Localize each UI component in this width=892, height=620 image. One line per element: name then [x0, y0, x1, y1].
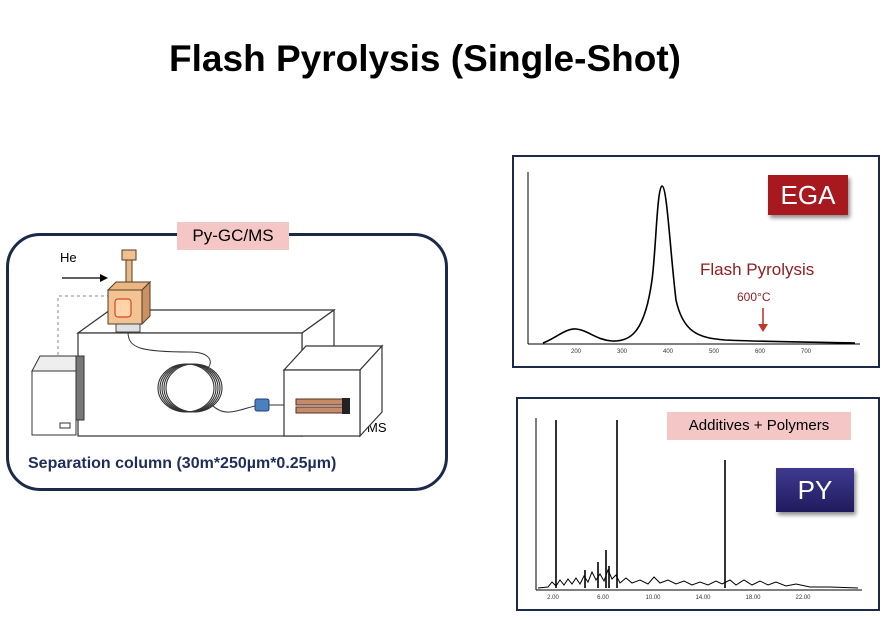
flash-temperature-label: 600°C	[737, 290, 771, 304]
column-coil-icon	[157, 363, 223, 413]
separation-column-label: Separation column (30m*250µm*0.25µm)	[28, 455, 337, 472]
dashed-sample-line	[57, 295, 110, 355]
gc-oven-front	[77, 332, 303, 437]
ega-curve	[542, 185, 856, 344]
helium-arrow-head	[100, 274, 108, 282]
ega-tick-700: 700	[801, 349, 812, 355]
py-peaks	[555, 420, 726, 588]
py-tick-22: 22.00	[795, 595, 811, 601]
column-outlet-line	[211, 404, 256, 413]
ega-tick-300: 300	[617, 349, 628, 355]
additives-polymers-tag: Additives + Polymers	[667, 412, 851, 440]
py-tick-2: 2.00	[547, 595, 559, 601]
py-button: PY	[776, 468, 854, 512]
py-tick-6: 6.00	[597, 595, 609, 601]
transfer-line	[127, 331, 211, 371]
ega-tick-600: 600	[755, 349, 766, 355]
py-gcms-tag: Py-GC/MS	[177, 222, 289, 250]
sample-cup-icon	[114, 298, 132, 318]
py-tick-10: 10.00	[645, 595, 661, 601]
side-unit-slot	[59, 422, 71, 429]
py-tick-14: 14.00	[695, 595, 711, 601]
helium-label: He	[60, 250, 77, 265]
ega-tick-200: 200	[571, 349, 582, 355]
flash-pyrolysis-label: Flash Pyrolysis	[700, 260, 815, 279]
py-tick-18: 18.00	[745, 595, 761, 601]
ega-tick-400: 400	[663, 349, 674, 355]
page-title: Flash Pyrolysis (Single-Shot)	[169, 38, 681, 79]
flash-temp-arrow-head	[758, 324, 768, 332]
ega-tick-500: 500	[709, 349, 720, 355]
ega-button: EGA	[768, 175, 848, 215]
side-unit-edge	[75, 355, 85, 421]
ms-interface-end	[342, 398, 350, 414]
py-baseline	[537, 568, 859, 589]
